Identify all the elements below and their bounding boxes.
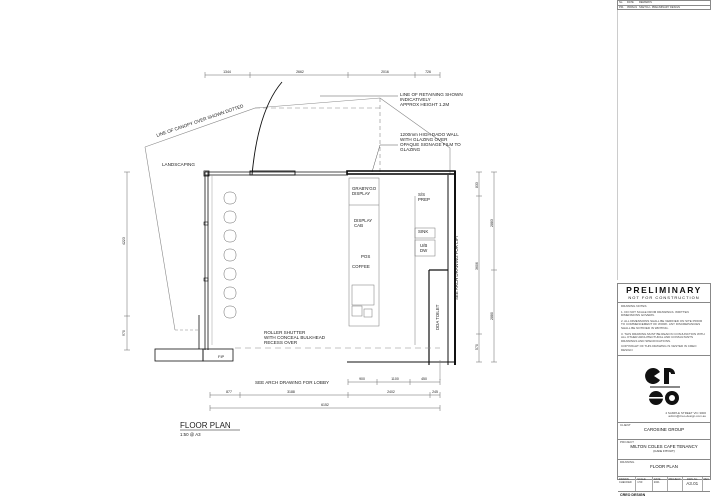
svg-text:PREP: PREP [418,197,430,202]
svg-text:DISPLAY: DISPLAY [354,218,372,223]
svg-text:APPROX HEIGHT 1.2M: APPROX HEIGHT 1.2M [400,102,449,107]
svg-text:2883: 2883 [490,219,494,227]
svg-text:WITH CONCEAL BULKHEAD: WITH CONCEAL BULKHEAD [264,335,326,340]
top-dimension-line [204,72,441,78]
floor-plan-drawing: 1344 2662 2016 726 LINE OF RETAINING SHO… [122,70,497,437]
svg-text:OPAQUE SIGNAGE FILM TO: OPAQUE SIGNAGE FILM TO [400,142,461,147]
drawing-notes: DRAWING NOTES 1. DO NOT SCALE FROM DRAWI… [618,302,710,355]
svg-text:DW: DW [420,248,428,253]
svg-text:726: 726 [425,70,431,74]
svg-text:245: 245 [432,390,438,394]
drawing-title: FLOOR PLAN [180,421,231,430]
title-block-panel: PRELIMINARY NOT FOR CONSTRUCTION DRAWING… [617,283,711,497]
svg-text:3188: 3188 [287,390,295,394]
canopy-outline [144,97,451,331]
footer-brand: CREO DESIGN [618,490,710,498]
svg-text:POS: POS [361,254,370,259]
svg-text:1200mm HIGH DADO WALL: 1200mm HIGH DADO WALL [400,132,459,137]
right-dimension-lines [476,171,497,363]
svg-text:877: 877 [226,390,232,394]
lift-note: SEE ARCH DRAWING FOR LIFT [454,234,459,300]
svg-text:WITH GLAZING OVER: WITH GLAZING OVER [400,137,448,142]
preliminary-stamp: PRELIMINARY NOT FOR CONSTRUCTION [626,285,702,301]
svg-text:INDICATIVELY: INDICATIVELY [400,97,431,102]
top-dimension-labels: 1344 2662 2016 726 [223,70,431,74]
svg-text:GLAZING: GLAZING [400,147,421,152]
revision-table: No DATE REMARKS P01 05/06/21 SKETCH - PR… [617,0,711,10]
drawing-scale: 1:50 @ A3 [180,432,201,437]
svg-text:S/S: S/S [418,192,425,197]
retaining-note: LINE OF RETAINING SHOWN INDICATIVELY APP… [400,92,463,107]
door-swing-arc [251,81,283,176]
service-counter [348,177,441,380]
svg-text:2402: 2402 [387,390,395,394]
svg-text:LINE OF RETAINING SHOWN: LINE OF RETAINING SHOWN [400,92,463,97]
svg-text:2880: 2880 [490,312,494,320]
svg-text:2016: 2016 [381,70,389,74]
svg-text:970: 970 [122,330,126,336]
svg-text:U/B: U/B [420,243,427,248]
svg-text:CAB: CAB [354,223,363,228]
title-block: No DATE REMARKS P01 05/06/21 SKETCH - PR… [617,0,711,497]
dda-toilet-label: DDA TOILET [435,304,440,330]
svg-text:570: 570 [475,344,479,350]
counter-labels: GRAB'N'GO DISPLAY DISPLAY CAB POS COFFEE… [352,186,430,269]
svg-text:ROLLER SHUTTER: ROLLER SHUTTER [264,330,306,335]
dado-wall-note: 1200mm HIGH DADO WALL WITH GLAZING OVER … [400,132,461,152]
svg-text:COFFEE: COFFEE [352,264,370,269]
bottom-dimension-lines [209,379,441,411]
creo-logo-icon [645,367,680,405]
svg-text:6152: 6152 [321,403,329,407]
client-field: CLIENT CAROSINE GROUP [618,421,710,439]
svg-text:DISPLAY: DISPLAY [352,191,370,196]
logo-area: 4 SAMPLE STREET VIC 3000 admin@creo-desi… [618,354,710,422]
left-dimension-line [124,171,130,351]
svg-text:833: 833 [475,182,479,188]
roller-shutter-note: ROLLER SHUTTER WITH CONCEAL BULKHEAD REC… [264,330,326,345]
lobby-note: SEE ARCH DRAWING FOR LOBBY [255,380,329,385]
sheet-number: A3.01 [686,480,699,486]
canopy-note: LINE OF CANOPY OVER SHOWN DOTTED [156,103,245,138]
drawing-field: DRAWING FLOOR PLAN [618,458,710,476]
stools [223,191,237,319]
svg-text:1344: 1344 [223,70,231,74]
svg-text:4223: 4223 [122,237,126,245]
walls [154,170,456,365]
svg-text:3606: 3606 [475,262,479,270]
svg-text:RECESS OVER: RECESS OVER [264,340,298,345]
svg-text:SINK: SINK [418,229,428,234]
svg-text:900: 900 [359,377,365,381]
fip-label: FIP [218,354,225,359]
svg-text:1100: 1100 [391,377,399,381]
project-field: PROJECT MILTON COLES CAFE TENANCY (CAFE … [618,438,710,459]
leader-lines [320,95,398,173]
svg-text:GRAB'N'GO: GRAB'N'GO [352,186,377,191]
landscaping-label: LANDSCAPING [162,162,195,167]
company-address: 4 SAMPLE STREET VIC 3000 admin@creo-desi… [665,410,706,419]
svg-text:450: 450 [421,377,427,381]
svg-text:2662: 2662 [296,70,304,74]
